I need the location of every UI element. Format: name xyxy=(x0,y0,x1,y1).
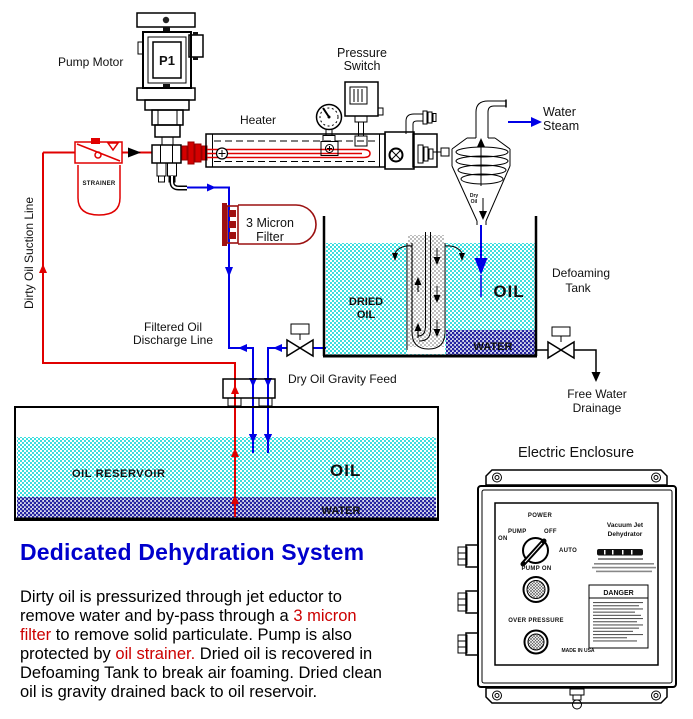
dried-oil-label-line1: DRIED xyxy=(349,296,383,308)
paragraph-line: Defoaming Tank to break air foaming. Dri… xyxy=(20,664,480,683)
reservoir-oil-label: OIL xyxy=(330,461,361,480)
oil-strainer-graphic xyxy=(74,138,123,216)
reservoir-water-label: WATER xyxy=(322,505,361,517)
pump-motor-label: Pump Motor xyxy=(58,55,123,69)
paragraph-text: to remove solid particulate. Pump is als… xyxy=(51,626,352,644)
free-water-label-line1: Free Water xyxy=(567,387,627,401)
gravity-feed-valve xyxy=(286,323,314,358)
electric-enclosure-graphic xyxy=(457,469,677,710)
paragraph-line: remove water and by-pass through a 3 mic… xyxy=(20,607,480,626)
paragraph-line: protected by oil strainer. Dried oil is … xyxy=(20,645,480,664)
off-label: OFF xyxy=(544,529,557,535)
paragraph-text: oil is gravity drained back to oil reser… xyxy=(20,683,318,701)
gravity-feed-label: Dry Oil Gravity Feed xyxy=(288,372,397,386)
filtered-oil-label-line1: Filtered Oil xyxy=(144,320,202,334)
power-selector-knob xyxy=(520,537,549,567)
pressure-switch-label-line2: Switch xyxy=(344,59,381,73)
brand-logo xyxy=(592,549,656,573)
danger-label xyxy=(588,584,649,649)
defoaming-tank-label-line1: Defoaming xyxy=(552,266,610,280)
oil-reservoir-graphic xyxy=(14,406,439,521)
p1-label: P1 xyxy=(159,53,175,68)
description-paragraph: Dirty oil is pressurized through jet edu… xyxy=(20,588,480,702)
dirty-oil-suction-line-label: Dirty Oil Suction Line xyxy=(22,197,36,309)
filtered-oil-label-line2: Discharge Line xyxy=(133,333,213,347)
paragraph-text: Dried oil is recovered in xyxy=(195,645,373,663)
auto-label: AUTO xyxy=(559,548,577,554)
defoaming-tank-label-line2: Tank xyxy=(565,281,591,295)
paragraph-line: oil is gravity drained back to oil reser… xyxy=(20,683,480,702)
cyclone-dry-oil-label-line1: Dry xyxy=(470,193,479,199)
reservoir-manifold xyxy=(222,378,276,407)
paragraph-line: Dirty oil is pressurized through jet edu… xyxy=(20,588,480,607)
over-pressure-button xyxy=(523,629,549,655)
cyclone-separator xyxy=(451,99,511,225)
heater-graphic xyxy=(205,110,450,170)
dried-oil-label-line2: OIL xyxy=(357,309,376,321)
conduit-hub-3 xyxy=(457,632,479,656)
pump-on-label: PUMP ON xyxy=(522,566,552,572)
pump-label: PUMP xyxy=(508,529,527,535)
made-in-usa-label: MADE IN USA xyxy=(561,648,594,654)
free-water-valve xyxy=(537,326,601,382)
paragraph-text: Defoaming Tank to break air foaming. Dri… xyxy=(20,664,382,682)
paragraph-highlight: filter xyxy=(20,626,52,644)
micron-filter-graphic xyxy=(222,203,317,246)
device-name-line2: Dehydrator xyxy=(608,531,643,538)
on-label: ON xyxy=(498,536,508,542)
water-steam-label-line2: Steam xyxy=(543,119,579,133)
paragraph-highlight: 3 micron xyxy=(293,607,357,625)
pump-motor-graphic xyxy=(136,12,204,191)
micron-filter-label-line1: 3 Micron xyxy=(246,216,294,230)
device-name-line1: Vacuum Jet xyxy=(607,522,644,529)
water-steam-label-line1: Water xyxy=(543,105,576,119)
electric-enclosure-title: Electric Enclosure xyxy=(518,445,634,461)
paragraph-line: filter to remove solid particulate. Pump… xyxy=(20,626,480,645)
tank-water-label: WATER xyxy=(474,341,513,353)
over-pressure-label: OVER PRESSURE xyxy=(508,618,564,624)
pressure-gauge xyxy=(315,103,343,156)
danger-title: DANGER xyxy=(603,590,633,597)
water-steam-arrow xyxy=(508,117,542,127)
paragraph-text: Dirty oil is pressurized through jet edu… xyxy=(20,588,342,606)
paragraph-text: protected by xyxy=(20,645,116,663)
pump-coupling xyxy=(181,141,208,165)
paragraph-highlight: oil strainer. xyxy=(115,645,196,663)
pump-on-button xyxy=(522,576,550,603)
pressure-switch-graphic xyxy=(344,81,384,147)
free-water-label-line2: Drainage xyxy=(573,401,622,415)
heater-label: Heater xyxy=(240,113,276,127)
page-title: Dedicated Dehydration System xyxy=(20,539,365,565)
pressure-switch-label-line1: Pressure xyxy=(337,46,387,60)
paragraph-text: remove water and by-pass through a xyxy=(20,607,294,625)
cyclone-dry-oil-label-line2: Oil xyxy=(471,199,478,205)
tank-oil-label: OIL xyxy=(493,282,524,301)
conduit-hub-2 xyxy=(457,590,479,614)
power-label: POWER xyxy=(528,513,553,519)
oil-reservoir-label: OIL RESERVOIR xyxy=(72,468,166,480)
micron-filter-label-line2: Filter xyxy=(256,230,284,244)
conduit-hub-1 xyxy=(457,544,479,568)
defoaming-tank-graphic xyxy=(322,216,538,358)
strainer-label: STRAINER xyxy=(82,181,115,187)
